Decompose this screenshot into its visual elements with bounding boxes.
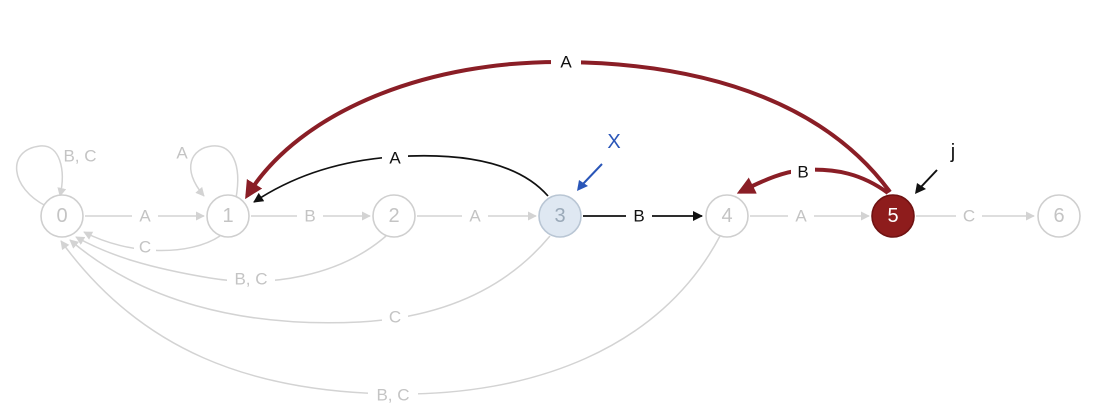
edge-label-1-2: B <box>304 207 315 226</box>
pointer-x-arrow-icon <box>581 163 603 186</box>
edge-5-6: C <box>916 206 1035 226</box>
edge-label-2-0: B, C <box>234 270 267 289</box>
edge-label-3-4: B <box>633 207 644 226</box>
pointer-j: j <box>915 141 955 194</box>
edge-3-0: C <box>69 235 551 328</box>
edge-label-1-0: C <box>139 238 151 257</box>
node-6: 6 <box>1037 194 1081 238</box>
edge-4-0: B, C <box>60 235 721 406</box>
node-label-2: 2 <box>388 205 399 227</box>
edge-label-1-1: A <box>176 144 188 163</box>
edge-2-0: B, C <box>75 235 387 290</box>
node-label-3: 3 <box>554 205 565 227</box>
edge-5-1: A <box>245 50 892 200</box>
node-label-1: 1 <box>222 205 233 227</box>
node-1: 1 <box>206 194 250 238</box>
edge-label-3-0: C <box>389 308 401 327</box>
edge-4-5: A <box>750 206 870 226</box>
edge-0-1: A <box>85 206 205 226</box>
edge-1-2: B <box>251 206 371 226</box>
node-label-5: 5 <box>887 205 898 227</box>
pointer-x: X <box>577 131 621 191</box>
pointer-j-label: j <box>950 141 955 163</box>
edge-label-4-0: B, C <box>376 386 409 405</box>
edge-3-4: B <box>583 206 703 226</box>
pointer-x-label: X <box>607 131 620 153</box>
edge-0-0-self-loop: B, C <box>15 145 97 207</box>
edge-label-4-5: A <box>795 207 807 226</box>
edge-label-2-3: A <box>469 207 481 226</box>
edge-label-5-4: B <box>797 163 808 182</box>
node-2: 2 <box>372 194 416 238</box>
edge-1-1-self-loop: A <box>176 144 239 199</box>
node-label-0: 0 <box>56 205 67 227</box>
edge-3-1: A <box>253 147 549 203</box>
edge-label-3-1: A <box>389 149 401 168</box>
edge-2-3: A <box>417 206 537 226</box>
node-label-6: 6 <box>1053 205 1064 227</box>
edge-label-0-0: B, C <box>63 147 96 166</box>
pointer-j-arrow-icon <box>919 169 938 189</box>
node-4: 4 <box>705 194 749 238</box>
node-5: 5 <box>871 194 915 238</box>
edge-1-0: C <box>83 231 221 257</box>
edge-5-4: B <box>736 161 890 195</box>
node-0: 0 <box>40 194 84 238</box>
edge-label-0-1: A <box>139 207 151 226</box>
edge-label-5-1: A <box>560 53 572 72</box>
edge-label-5-6: C <box>963 207 975 226</box>
node-3: 3 <box>538 194 582 238</box>
node-label-4: 4 <box>721 205 732 227</box>
